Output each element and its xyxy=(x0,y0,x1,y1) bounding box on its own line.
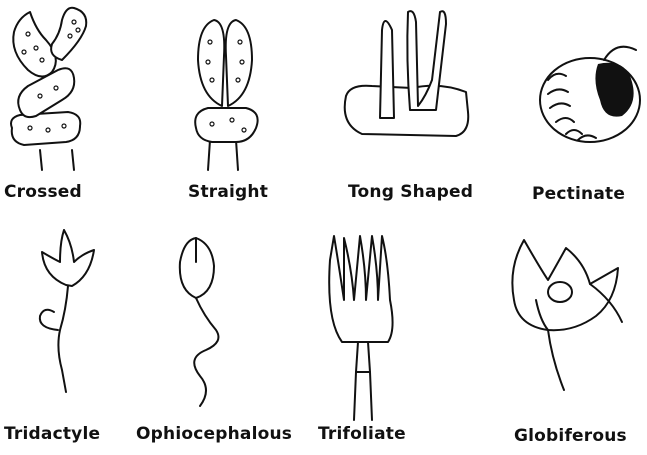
label-straight: Straight xyxy=(188,182,268,202)
tong-shaped-drawing xyxy=(345,11,469,136)
label-tong-shaped: Tong Shaped xyxy=(348,182,473,202)
ophiocephalous-drawing xyxy=(180,238,219,406)
label-crossed: Crossed xyxy=(4,182,82,202)
straight-drawing xyxy=(195,20,257,170)
label-ophiocephalous: Ophiocephalous xyxy=(136,424,292,444)
label-trifoliate: Trifoliate xyxy=(318,424,406,444)
pectinate-drawing xyxy=(540,47,640,142)
globiferous-drawing xyxy=(512,240,622,390)
trifoliate-drawing xyxy=(329,236,392,420)
label-tridactyle: Tridactyle xyxy=(4,424,100,444)
tridactyle-drawing xyxy=(40,230,94,392)
crossed-drawing xyxy=(11,8,86,170)
label-globiferous: Globiferous xyxy=(514,426,627,446)
label-pectinate: Pectinate xyxy=(532,184,625,204)
